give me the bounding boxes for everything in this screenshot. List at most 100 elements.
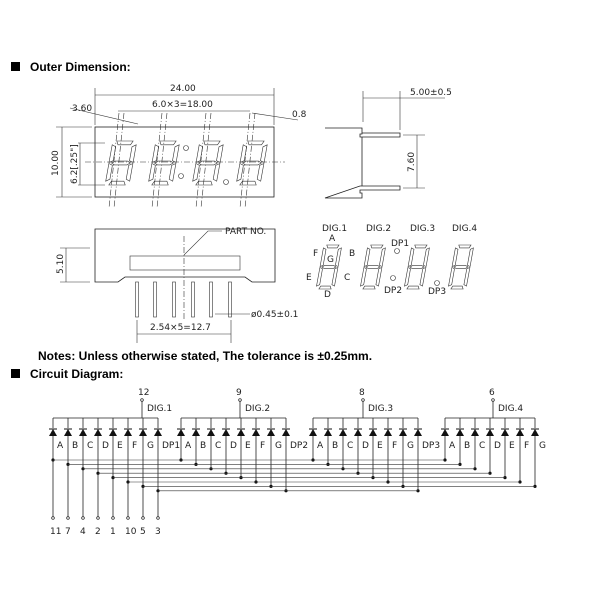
segment [423,247,430,267]
front-digit-4 [236,140,268,186]
segment [195,180,213,186]
diode-icon [192,429,200,436]
segment-label: F [392,441,397,451]
segment [319,247,327,267]
diode-icon [339,429,347,436]
digit-height-dimension: 6.2[.25"] [70,144,80,184]
segment [192,163,200,182]
part-number-label: PART NO. [225,227,266,237]
diode-icon [399,429,407,436]
segment [379,247,386,267]
segment [116,140,134,146]
segment [375,267,383,287]
diode-icon [501,429,509,436]
segment-label: D [102,441,109,451]
legend-dig-3: DIG.3 [410,224,435,234]
segment-label: D [362,441,369,451]
diode-icon [109,429,117,436]
diode-icon [139,429,147,436]
diode-icon [309,429,317,436]
pin [228,281,232,318]
segment [450,285,464,290]
common-pin-number: 12 [138,388,149,398]
segment-label: C [215,441,221,451]
segment [172,144,180,163]
segment-label: C [347,441,353,451]
segment [129,144,137,163]
segment [151,144,160,163]
segment-label: G [275,441,282,451]
seg-label-c: C [344,273,350,283]
diode-icon [94,429,102,436]
segment [331,267,339,287]
common-pin-number: 8 [359,388,365,398]
front-digit-2 [148,140,180,186]
segment [195,144,204,163]
left-offset-dimension: 3.60 [72,104,92,114]
side-view: 5.00±0.5 7.60 [324,88,452,199]
segment-pin-number: 5 [140,527,146,537]
row-spacing-dimension: 7.60 [407,152,417,172]
segment [453,265,469,269]
legend-dp1: DP1 [391,239,409,249]
overall-width-dimension: 24.00 [170,84,196,94]
dp-label: DP2 [290,441,308,451]
dp-label: DP1 [162,441,180,451]
diode-icon [282,429,290,436]
diode-icon [222,429,230,436]
front-digit-1 [105,140,137,186]
segment [125,163,134,182]
diode-icon [369,429,377,436]
diode-icon [456,429,464,436]
pin-pitch-dimension: 2.54×5=12.7 [150,323,211,333]
legend-dig-2: DIG.2 [366,224,391,234]
segment-pin-number: 4 [80,527,86,537]
segment [409,265,425,269]
dp-dot [178,173,184,179]
segment [239,180,257,186]
pin [153,281,157,318]
diode-icon [237,429,245,436]
segment [203,140,221,146]
segment [362,285,376,290]
right-offset-dimension: 0.8 [292,110,307,120]
legend-digit-1 [316,244,342,290]
seg-label-a: A [329,234,336,244]
segment [326,244,340,249]
seg-label-b: B [349,249,355,259]
diode-icon [124,429,132,436]
diode-icon [79,429,87,436]
segment-legend: DIG.1 DIG.2 DIG.3 DIG.4 A B C D E F G DP… [306,224,477,300]
pin [191,281,195,318]
segment [111,160,131,166]
common-pin-number: 6 [489,388,495,398]
segment [216,144,224,163]
digit-label: DIG.2 [245,404,270,414]
segment [316,267,323,287]
segment-label: B [72,441,78,451]
segment-label: E [117,441,123,451]
segment-pin-number: 1 [110,527,116,537]
front-digit-3 [192,140,224,186]
segment [360,267,367,287]
segment [419,267,427,287]
segment [154,160,174,166]
seg-label-g: G [327,255,334,265]
circuit-diagram-heading: Circuit Diagram: [30,367,123,381]
segment-label: A [57,441,64,451]
segment [365,265,381,269]
segment [467,247,474,267]
segment-pin-number: 7 [65,527,71,537]
pin [135,281,139,318]
heading-bullet-icon [11,62,20,71]
segment-pin-number: 10 [125,527,137,537]
segment [212,163,221,182]
diode-icon [414,429,422,436]
diode-icon [441,429,449,436]
diode-icon [154,429,162,436]
segment-label: E [509,441,515,451]
digit-pitch-dimension: 6.0×3=18.00 [152,100,213,110]
outer-dimension-heading: Outer Dimension: [30,60,131,74]
digit-label: DIG.1 [147,404,172,414]
segment [239,144,248,163]
